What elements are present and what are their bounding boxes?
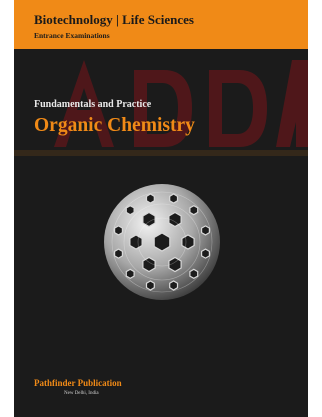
fractal-cell: [145, 193, 155, 204]
fractal-cell: [168, 211, 182, 228]
subject-title: Organic Chemistry: [34, 115, 195, 136]
fractal-cell: [114, 225, 123, 236]
fractal-cell: [129, 234, 143, 250]
fractal-cell: [200, 248, 211, 259]
fractal-cell: [169, 280, 179, 291]
series-title: Biotechnology | Life Sciences: [34, 12, 194, 27]
header-band: Biotechnology | Life Sciences Entrance E…: [14, 0, 308, 49]
fractal-cell: [125, 205, 135, 216]
fractal-cell: [142, 211, 156, 228]
subject-kicker: Fundamentals and Practice: [34, 99, 152, 110]
fractal-cell: [169, 193, 179, 204]
book-cover: Biotechnology | Life Sciences Entrance E…: [14, 0, 308, 417]
fractal-cell: [142, 256, 156, 273]
publisher-name: Pathfinder Publication: [34, 378, 122, 388]
fractal-cell: [168, 256, 182, 273]
fractal-cell: [189, 268, 199, 279]
fractal-cell: [153, 232, 171, 252]
fractal-cell: [125, 268, 135, 279]
fractal-cell: [189, 205, 199, 216]
publisher-location: New Delhi, India: [64, 391, 99, 396]
series-subtitle: Entrance Examinations: [34, 31, 110, 40]
fractal-cell: [145, 280, 155, 291]
fractal-polyhedron-icon: [104, 184, 220, 300]
fractal-cell: [114, 248, 123, 259]
fractal-cell: [181, 234, 195, 250]
fractal-cell: [200, 225, 211, 236]
